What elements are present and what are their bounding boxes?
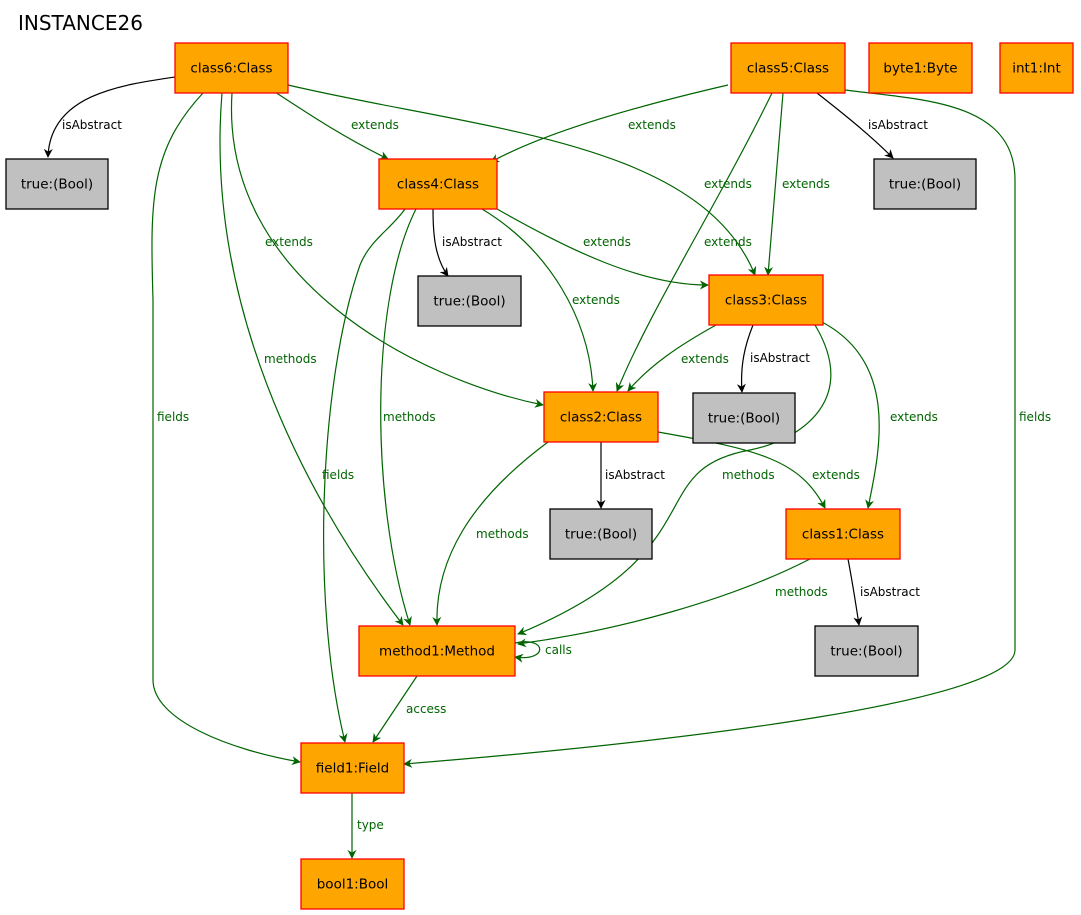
edge-class3-isabstract bbox=[736, 324, 754, 393]
edge-class5-extends-class4 bbox=[490, 84, 729, 163]
label-class5-extends-class4: extends bbox=[628, 118, 676, 132]
edge-class5-fields-field1 bbox=[403, 89, 1016, 768]
node-class6: class6:Class bbox=[174, 42, 289, 94]
edge-class3-methods-method1 bbox=[517, 324, 832, 636]
label-class1-methods-method1: methods bbox=[775, 585, 828, 599]
label-class4-methods-method1: methods bbox=[383, 410, 436, 424]
label-class1-isabstract: isAbstract bbox=[860, 585, 920, 599]
label-field1-type-bool1: type bbox=[357, 818, 384, 832]
edge-class5-extends-class2 bbox=[615, 92, 773, 392]
edge-method1-access-field1 bbox=[372, 675, 418, 743]
diagram-title: INSTANCE26 bbox=[18, 11, 143, 35]
edge-class5-isabstract bbox=[816, 92, 894, 159]
node-field1-label: field1:Field bbox=[316, 761, 389, 777]
label-class6-extends-class4: extends bbox=[351, 118, 399, 132]
node-class2: class2:Class bbox=[543, 391, 659, 443]
label-class2-methods-method1: methods bbox=[476, 527, 529, 541]
label-class6-fields-field1: fields bbox=[157, 410, 189, 424]
label-class4-fields-field1: fields bbox=[322, 468, 354, 482]
node-true-class4-label: true:(Bool) bbox=[433, 294, 505, 310]
edge-class3-extends-class2 bbox=[627, 324, 717, 392]
node-true-class2-label: true:(Bool) bbox=[565, 527, 637, 543]
label-class5-fields-field1: fields bbox=[1019, 410, 1051, 424]
edge-class4-extends-class2 bbox=[481, 208, 598, 392]
edge-class1-isabstract bbox=[847, 558, 863, 626]
node-class6-label: class6:Class bbox=[190, 61, 272, 77]
edge-class6-extends-class4 bbox=[274, 91, 389, 160]
edge-class2-methods-method1 bbox=[432, 441, 549, 626]
node-method1: method1:Method bbox=[358, 625, 516, 677]
node-class1: class1:Class bbox=[785, 508, 901, 560]
node-true-class5-label: true:(Bool) bbox=[889, 177, 961, 193]
node-true-class3-label: true:(Bool) bbox=[708, 411, 780, 427]
edge-class3-extends-class1 bbox=[817, 319, 880, 509]
edge-class1-methods-method1 bbox=[517, 558, 811, 648]
node-bool1-label: bool1:Bool bbox=[317, 877, 389, 893]
label-class2-isabstract: isAbstract bbox=[605, 468, 665, 482]
label-class5-extends-class2: extends bbox=[704, 177, 752, 191]
label-class3-extends-class1: extends bbox=[890, 410, 938, 424]
label-class4-extends-class3: extends bbox=[583, 235, 631, 249]
node-class1-label: class1:Class bbox=[802, 527, 884, 543]
node-true-class2: true:(Bool) bbox=[549, 508, 653, 560]
label-method1-calls: calls bbox=[545, 643, 572, 657]
node-true-class6: true:(Bool) bbox=[5, 158, 109, 210]
node-true-class1-label: true:(Bool) bbox=[830, 644, 902, 660]
edge-class4-extends-class3 bbox=[496, 208, 709, 290]
edge-method1-calls-method1 bbox=[514, 641, 541, 663]
label-class3-extends-class2: extends bbox=[681, 352, 729, 366]
node-class5-label: class5:Class bbox=[747, 61, 829, 77]
edge-class4-fields-field1 bbox=[323, 208, 406, 743]
node-class2-label: class2:Class bbox=[560, 410, 642, 426]
node-byte1-label: byte1:Byte bbox=[883, 61, 957, 77]
node-true-class3: true:(Bool) bbox=[692, 392, 796, 444]
node-class3-label: class3:Class bbox=[725, 293, 807, 309]
label-class4-extends-class2: extends bbox=[572, 293, 620, 307]
edge-class6-extends-class3 bbox=[287, 84, 757, 276]
edge-class5-extends-class3 bbox=[764, 92, 784, 276]
label-class6-extends-class2: extends bbox=[265, 235, 313, 249]
node-class4-label: class4:Class bbox=[397, 177, 479, 193]
label-class4-isabstract: isAbstract bbox=[442, 235, 502, 249]
label-class5-isabstract: isAbstract bbox=[868, 118, 928, 132]
node-int1: int1:Int bbox=[999, 42, 1074, 94]
label-class3-isabstract: isAbstract bbox=[750, 351, 810, 365]
label-class5-extends-class3: extends bbox=[782, 177, 830, 191]
node-field1: field1:Field bbox=[300, 742, 405, 794]
node-class4: class4:Class bbox=[378, 158, 498, 210]
node-class5: class5:Class bbox=[730, 42, 846, 94]
label-method1-access-field1: access bbox=[406, 702, 446, 716]
node-class3: class3:Class bbox=[708, 274, 824, 326]
node-true-class5: true:(Bool) bbox=[873, 158, 977, 210]
node-true-class1: true:(Bool) bbox=[814, 625, 919, 677]
label-class2-extends-class1: extends bbox=[812, 468, 860, 482]
edge-class4-isabstract bbox=[432, 208, 449, 277]
node-bool1: bool1:Bool bbox=[300, 858, 405, 910]
edge-class6-methods-method1 bbox=[219, 92, 404, 626]
edge-class6-fields-field1 bbox=[151, 92, 301, 766]
node-true-class4: true:(Bool) bbox=[417, 275, 522, 327]
edge-class4-methods-method1 bbox=[380, 208, 417, 626]
label-class6-methods-method1: methods bbox=[264, 352, 317, 366]
label-class3-methods-method1: methods bbox=[722, 468, 775, 482]
edge-class6-isabstract bbox=[43, 76, 176, 158]
label-class6-isabstract: isAbstract bbox=[62, 118, 122, 132]
edge-class6-extends-class2 bbox=[230, 92, 544, 408]
node-true-class6-label: true:(Bool) bbox=[21, 177, 93, 193]
label-class6-extends-class3: extends bbox=[704, 235, 752, 249]
node-int1-label: int1:Int bbox=[1012, 61, 1061, 77]
node-method1-label: method1:Method bbox=[379, 644, 495, 660]
node-byte1: byte1:Byte bbox=[868, 42, 973, 94]
